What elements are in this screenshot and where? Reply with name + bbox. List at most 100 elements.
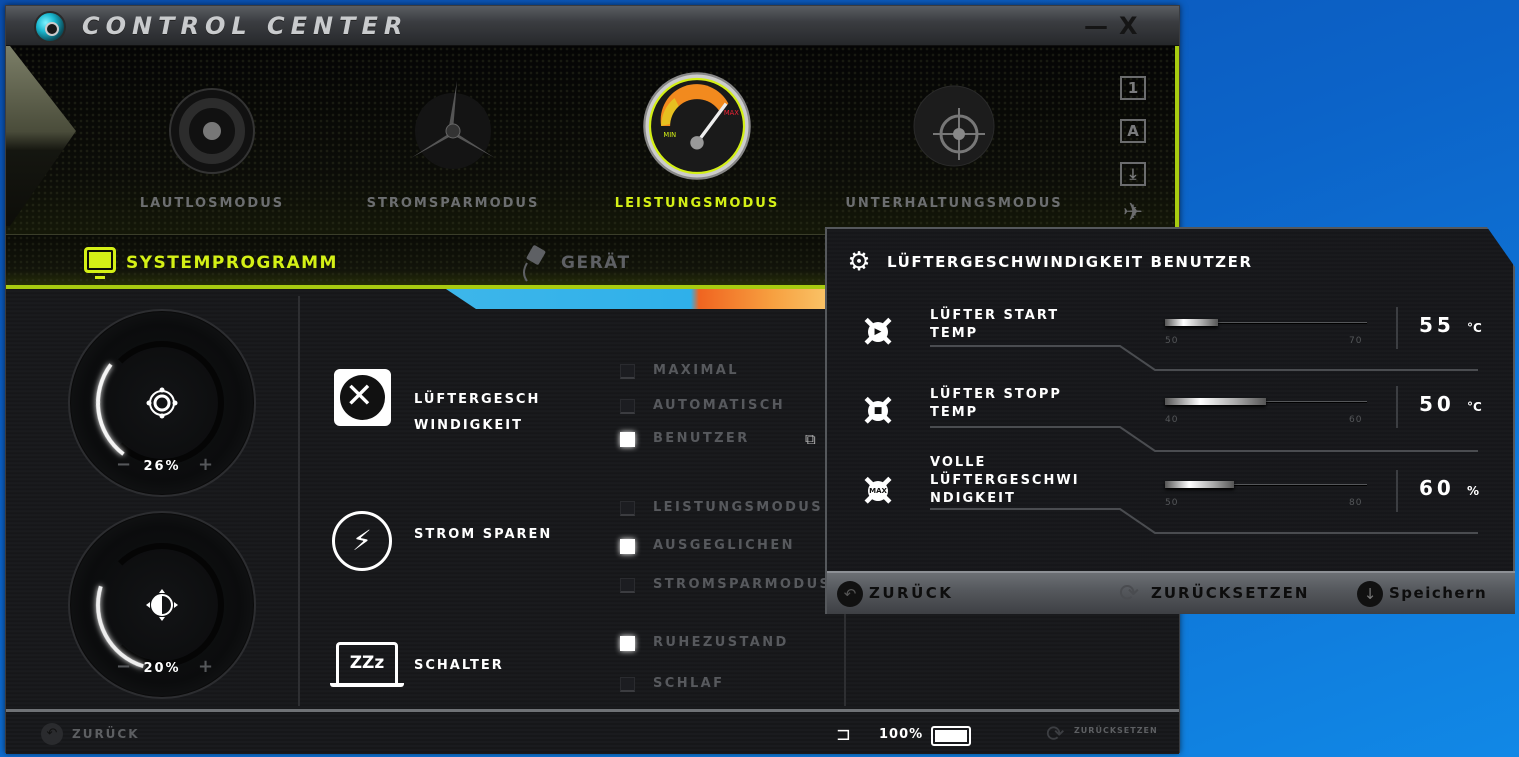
mode-powersave[interactable]: Stromsparmodus: [343, 76, 563, 236]
speaker-icon: [169, 88, 255, 174]
row-label: Lüfter Stopp Temp: [930, 387, 1062, 420]
checkbox[interactable]: [620, 364, 635, 379]
mode-performance[interactable]: MIN MAX Leistungsmodus: [587, 72, 807, 236]
row-unit: °C: [1467, 321, 1482, 335]
fan-label-line2: windigkeit: [414, 418, 524, 433]
mode-label: Stromsparmodus: [366, 196, 540, 211]
volume-increase-button[interactable]: +: [198, 454, 214, 475]
back-label: ZURÜCK: [869, 584, 954, 602]
underline-decoration: [930, 426, 1478, 452]
fan-speed-user-dialog: ⚙ Lüftergeschwindigkeit Benutzer ✕▶ Lüft…: [825, 227, 1515, 614]
brightness-increase-button[interactable]: +: [198, 656, 214, 677]
stop-badge: ■: [868, 401, 888, 421]
volume-decrease-button[interactable]: −: [116, 454, 132, 475]
close-button[interactable]: X: [1119, 12, 1138, 40]
back-label: ZURÜCK: [72, 727, 140, 741]
row-value: 50: [1419, 392, 1455, 416]
app-logo-icon: [34, 11, 66, 43]
slider-handle[interactable]: [1165, 481, 1234, 488]
dial-ring: [100, 341, 224, 465]
back-arrow-icon: ↶: [837, 581, 863, 607]
divider: [298, 296, 300, 706]
brightness-value: 20%: [143, 661, 181, 676]
speedometer-icon: MIN MAX: [643, 72, 751, 180]
divider: [1396, 386, 1398, 428]
slider-handle[interactable]: [1165, 398, 1266, 405]
slider-min: 50: [1165, 336, 1179, 346]
usb-plug-icon: [523, 245, 546, 282]
play-badge: ▶: [868, 322, 888, 342]
option-label: Stromsparmodus: [653, 577, 832, 592]
reset-label: ZURÜCKSETZEN: [1151, 584, 1310, 602]
brightness-icon: [146, 589, 178, 621]
bottom-bar: [6, 709, 1179, 754]
edit-settings-icon[interactable]: ⧉: [805, 430, 816, 448]
slider-handle[interactable]: [1165, 319, 1218, 326]
battery-icon: [931, 726, 971, 746]
switch-label: Schalter: [414, 658, 504, 673]
checkbox[interactable]: [620, 432, 635, 447]
checkbox[interactable]: [620, 501, 635, 516]
option-label: Ausgeglichen: [653, 538, 795, 553]
slider-max: 60: [1349, 415, 1363, 425]
power-saving-label: Strom sparen: [414, 527, 553, 542]
row-label: Volle Lüftergeschwi ndigkeit: [930, 455, 1080, 506]
mode-label: Leistungsmodus: [614, 196, 780, 211]
monitor-icon: [84, 247, 116, 279]
row-label: Lüfter Start Temp: [930, 308, 1060, 341]
control-center-window: Control Center — X Lautlosmodus Stromspa…: [5, 5, 1180, 754]
checkbox[interactable]: [620, 677, 635, 692]
checkbox[interactable]: [620, 399, 635, 414]
dialog-title: Lüftergeschwindigkeit Benutzer: [887, 253, 1253, 271]
save-label: Speichern: [1389, 584, 1488, 602]
desktop-background-peek: [446, 289, 854, 309]
mode-silent[interactable]: Lautlosmodus: [102, 76, 322, 236]
fan-stop-temp-row: ✕■ Lüfter Stopp Temp 40 60 50 °C: [827, 378, 1515, 454]
refresh-icon: ⟳: [1119, 579, 1140, 607]
brightness-decrease-button[interactable]: −: [116, 656, 132, 677]
divider: [1396, 307, 1398, 349]
option-label: Ruhezustand: [653, 635, 789, 650]
minimize-button[interactable]: —: [1084, 12, 1108, 40]
fan-max-icon: ✕MAX: [853, 466, 903, 516]
checkbox[interactable]: [620, 578, 635, 593]
fan-stop-temp-slider[interactable]: [1165, 398, 1367, 405]
slider-min: 50: [1165, 498, 1179, 508]
sleep-laptop-icon: ZZz: [330, 642, 404, 687]
option-label: Automatisch: [653, 398, 786, 413]
svg-text:MIN: MIN: [663, 131, 676, 139]
fan-start-temp-slider[interactable]: [1165, 319, 1367, 326]
dialog-footer: [827, 571, 1515, 614]
title-bar[interactable]: Control Center — X: [6, 6, 1179, 46]
divider: [1396, 470, 1398, 512]
row-value: 60: [1419, 476, 1455, 500]
full-fan-speed-slider[interactable]: [1165, 481, 1367, 488]
checkbox[interactable]: [620, 539, 635, 554]
row-value: 55: [1419, 313, 1455, 337]
fan-start-icon: ✕▶: [853, 307, 903, 357]
number-one-icon[interactable]: 1: [1120, 76, 1146, 100]
letter-a-icon[interactable]: A: [1120, 119, 1146, 143]
row-unit: %: [1467, 484, 1480, 498]
battery-percent: 100%: [879, 727, 924, 742]
reset-label: ZURÜCKSETZEN: [1074, 726, 1158, 735]
option-label: Benutzer: [653, 431, 750, 446]
save-arrow-icon: ↓: [1357, 581, 1383, 607]
slider-max: 70: [1349, 336, 1363, 346]
brightness-dial[interactable]: − 20% +: [68, 511, 256, 699]
dial-ring: [100, 543, 224, 667]
gear-icon: ⚙: [847, 247, 871, 277]
underline-decoration: [930, 508, 1478, 534]
download-icon[interactable]: ⤓: [1120, 162, 1146, 186]
tab-label: GERÄT: [561, 253, 631, 273]
airplane-icon[interactable]: ✈: [1122, 198, 1144, 226]
option-label: Maximal: [653, 363, 739, 378]
tab-label: SYSTEMPROGRAMM: [126, 253, 338, 273]
mode-label: Lautlosmodus: [139, 196, 285, 211]
volume-dial[interactable]: − 26% +: [68, 309, 256, 497]
checkbox[interactable]: [620, 636, 635, 651]
fan-stop-icon: ✕■: [853, 386, 903, 436]
mode-entertainment[interactable]: Unterhaltungsmodus: [844, 76, 1064, 236]
power-saving-icon: ⚡: [332, 511, 392, 571]
fan-speed-label: Lüftergesch windigkeit: [414, 387, 594, 439]
